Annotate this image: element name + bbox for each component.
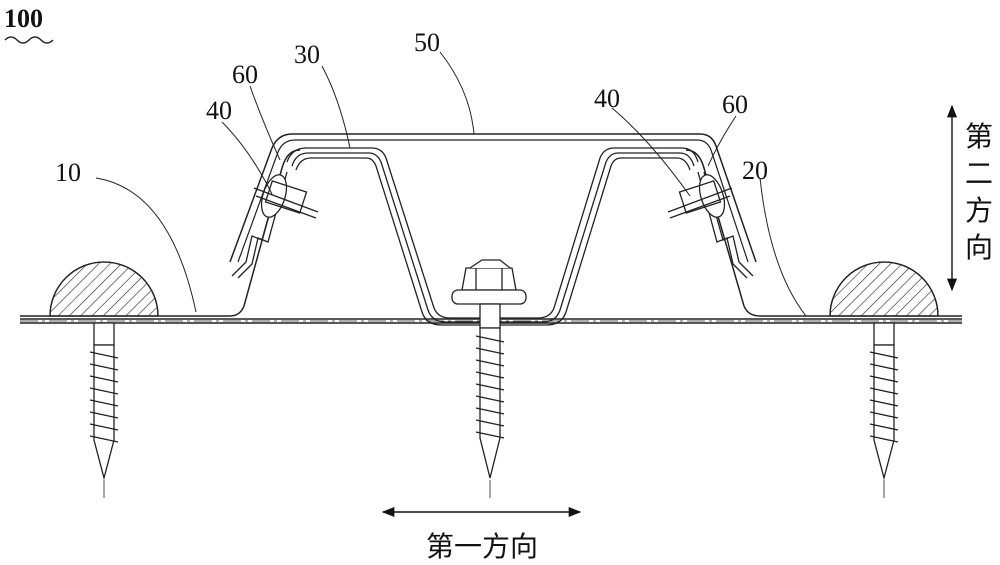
second-direction-char: 第 [964, 118, 994, 155]
right-screw [830, 262, 938, 498]
label-10: 10 [55, 160, 81, 186]
figure-number: 100 [4, 6, 43, 32]
label-60-left: 60 [232, 62, 258, 88]
first-direction-label: 第一方向 [426, 525, 538, 565]
second-direction-char: 方 [964, 192, 994, 229]
center-screw [452, 260, 526, 498]
second-direction-label: 第 二 方 向 [964, 118, 994, 266]
second-direction-char: 二 [964, 155, 994, 192]
label-40-left: 40 [206, 98, 232, 124]
label-40-right: 40 [594, 86, 620, 112]
label-60-right: 60 [722, 92, 748, 118]
label-30: 30 [294, 42, 320, 68]
label-20: 20 [742, 158, 768, 184]
figure-number-squiggle [5, 37, 53, 43]
label-50: 50 [414, 30, 440, 56]
left-screw [50, 262, 158, 498]
second-direction-char: 向 [964, 229, 994, 266]
